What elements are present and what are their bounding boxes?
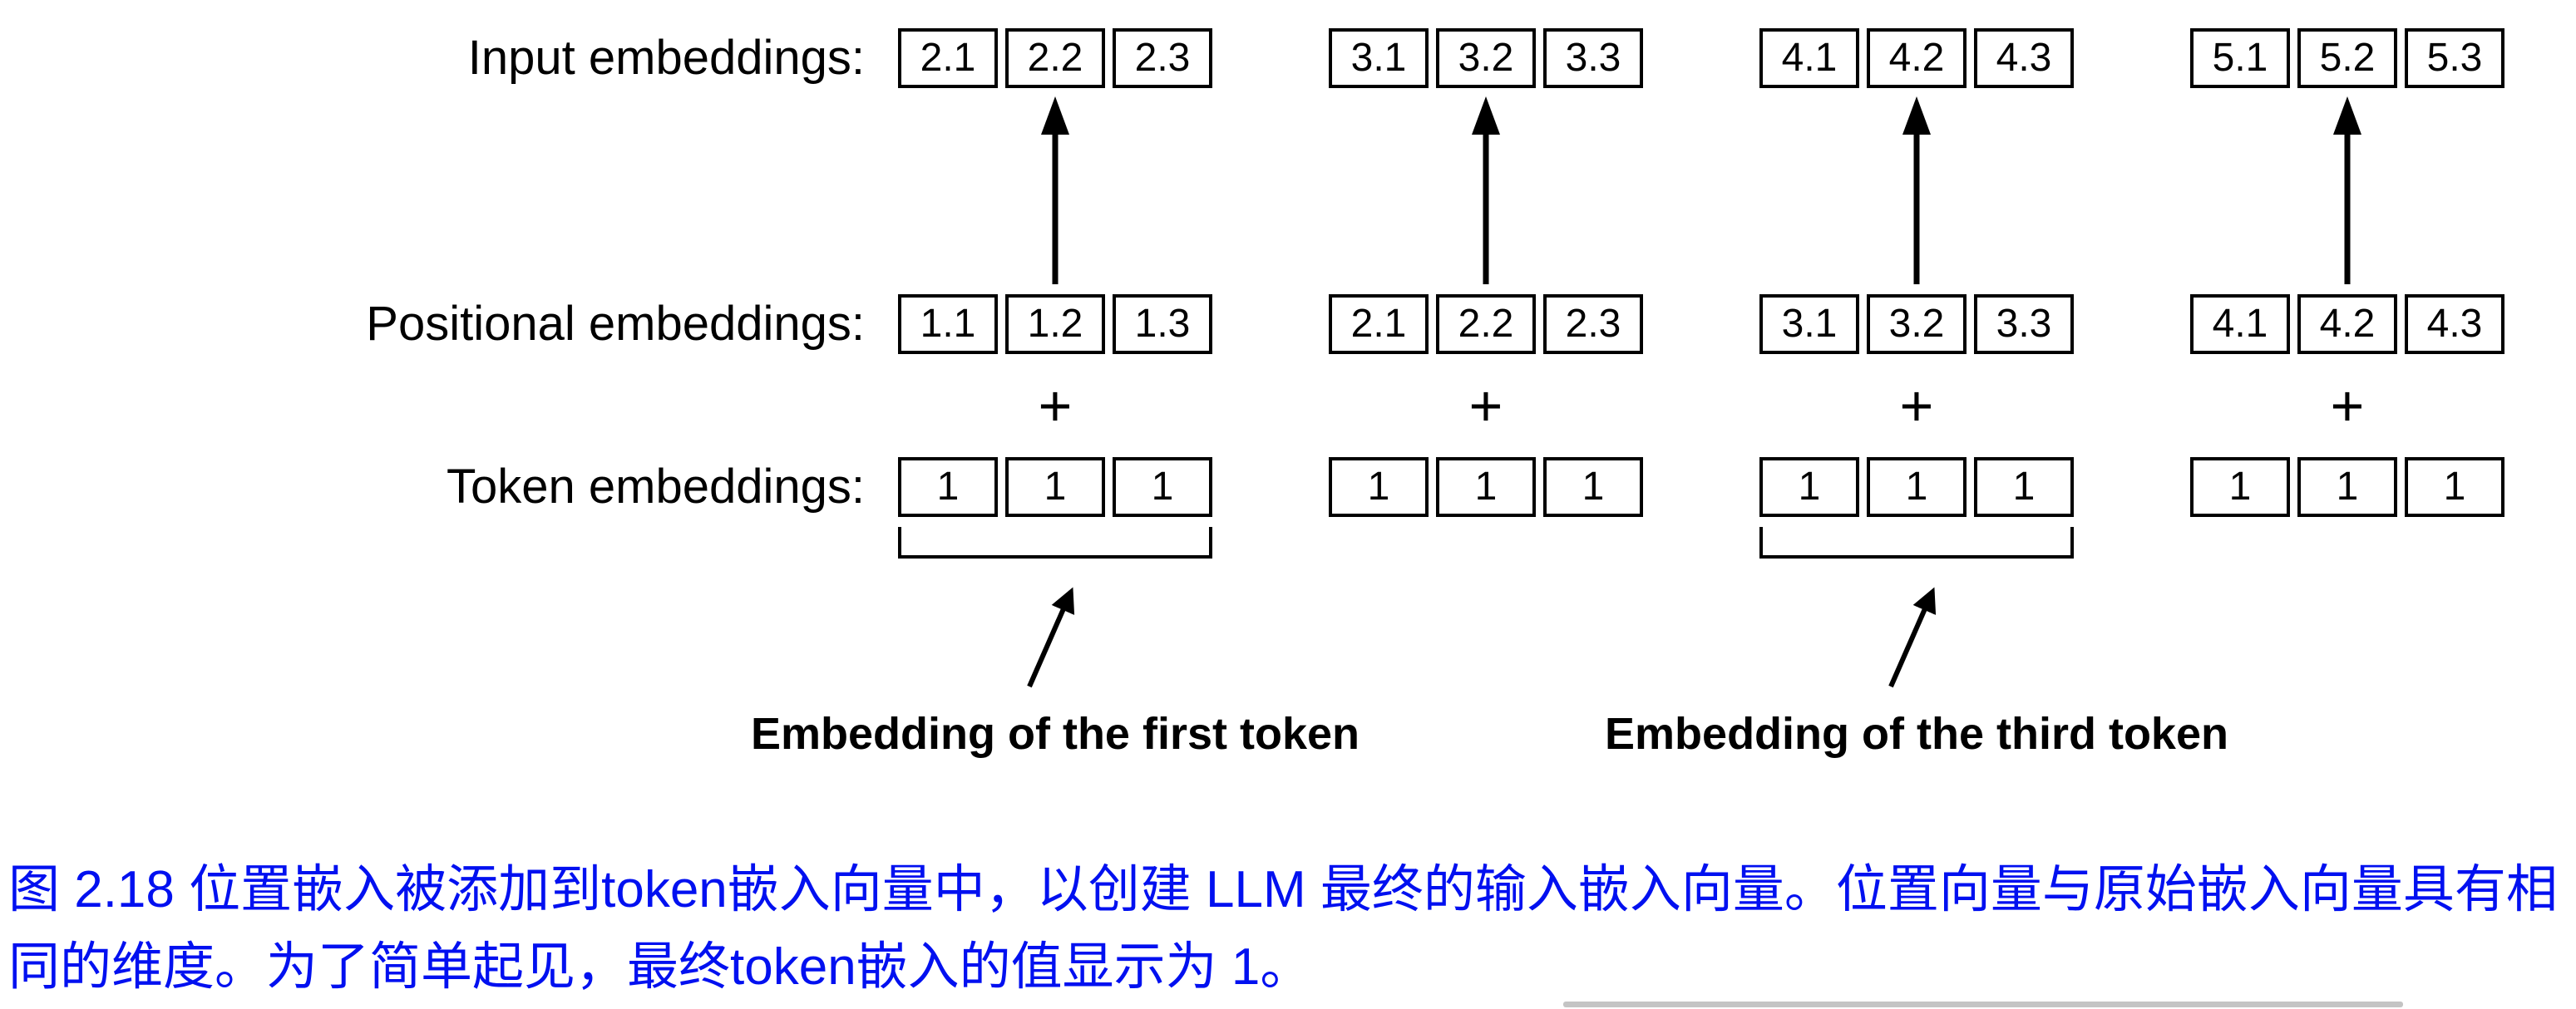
input-vector-group-3: 4.1 4.2 4.3 xyxy=(1759,28,2074,88)
value-box: 2.1 xyxy=(1329,294,1429,354)
token-vector-group-4: 1 1 1 xyxy=(2190,457,2504,517)
underbrace-bracket xyxy=(898,527,1212,559)
value-box: 1 xyxy=(1543,457,1643,517)
value-box: 5.2 xyxy=(2297,28,2397,88)
annotation-label-first: Embedding of the first token xyxy=(751,709,1360,759)
positional-vector-group-1: 1.1 1.2 1.3 xyxy=(898,294,1212,354)
input-embeddings-groups: 2.1 2.2 2.3 3.1 3.2 3.3 4.1 4.2 4.3 5.1 … xyxy=(898,28,2504,88)
plus-operator: + xyxy=(1038,373,1073,438)
plus-operator: + xyxy=(2330,373,2365,438)
arrow-cell-1 xyxy=(898,96,1212,286)
token-embeddings-row: Token embeddings: 1 1 1 1 1 1 1 1 1 1 1 … xyxy=(0,452,2576,522)
up-arrow-icon xyxy=(1902,96,1931,284)
token-vector-group-1: 1 1 1 xyxy=(898,457,1212,517)
input-embeddings-row: Input embeddings: 2.1 2.2 2.3 3.1 3.2 3.… xyxy=(0,23,2576,93)
annotation-third-token: Embedding of the third token xyxy=(1605,568,2228,760)
bracket-cell-3 xyxy=(1759,522,2074,559)
cropped-content-line xyxy=(1563,1002,2403,1007)
plus-cell-2: + xyxy=(1329,377,1643,435)
value-box: 1 xyxy=(1974,457,2074,517)
value-box: 4.1 xyxy=(2190,294,2290,354)
annotation-spacer-4 xyxy=(2190,568,2504,760)
pointer-arrow-icon xyxy=(1027,587,1075,688)
value-box: 2.2 xyxy=(1436,294,1536,354)
token-vector-group-2: 1 1 1 xyxy=(1329,457,1643,517)
value-box: 1 xyxy=(1759,457,1859,517)
value-box: 5.3 xyxy=(2405,28,2504,88)
annotations-row: Embedding of the first token Embedding o… xyxy=(0,568,2576,761)
up-arrow-icon xyxy=(2333,96,2361,284)
positional-vector-group-4: 4.1 4.2 4.3 xyxy=(2190,294,2504,354)
value-box: 2.2 xyxy=(1005,28,1105,88)
value-box: 2.1 xyxy=(898,28,998,88)
value-box: 1 xyxy=(1113,457,1212,517)
bracket-cell-2 xyxy=(1329,522,1643,559)
value-box: 2.3 xyxy=(1113,28,1212,88)
positional-vector-group-2: 2.1 2.2 2.3 xyxy=(1329,294,1643,354)
value-box: 3.1 xyxy=(1759,294,1859,354)
value-box: 1 xyxy=(898,457,998,517)
value-box: 1 xyxy=(1005,457,1105,517)
plus-cell-4: + xyxy=(2190,377,2504,435)
input-vector-group-4: 5.1 5.2 5.3 xyxy=(2190,28,2504,88)
value-box: 1.3 xyxy=(1113,294,1212,354)
plus-operator: + xyxy=(1899,373,1934,438)
value-box: 1 xyxy=(1867,457,1967,517)
bracket-cell-4 xyxy=(2190,522,2504,559)
plus-operator: + xyxy=(1468,373,1503,438)
pointer-arrow-icon xyxy=(1888,587,1937,688)
value-box: 3.3 xyxy=(1974,294,2074,354)
positional-vector-group-3: 3.1 3.2 3.3 xyxy=(1759,294,2074,354)
value-box: 4.2 xyxy=(2297,294,2397,354)
input-vector-group-1: 2.1 2.2 2.3 xyxy=(898,28,1212,88)
value-box: 1 xyxy=(1436,457,1536,517)
value-box: 1 xyxy=(2190,457,2290,517)
value-box: 4.3 xyxy=(1974,28,2074,88)
sum-arrows-row xyxy=(0,93,2576,289)
brackets-row xyxy=(0,522,2576,568)
token-embeddings-groups: 1 1 1 1 1 1 1 1 1 1 1 1 xyxy=(898,457,2504,517)
arrow-cell-2 xyxy=(1329,96,1643,286)
positional-embeddings-label: Positional embeddings: xyxy=(366,297,865,351)
plus-cell-3: + xyxy=(1759,377,2074,435)
underbrace-bracket xyxy=(1759,527,2074,559)
annotation-spacer-2 xyxy=(1329,568,1643,760)
up-arrow-icon xyxy=(1472,96,1500,284)
value-box: 3.2 xyxy=(1867,294,1967,354)
annotation-first-token: Embedding of the first token xyxy=(751,568,1360,760)
figure-caption: 图 2.18 位置嵌入被添加到token嵌入向量中，以创建 LLM 最终的输入嵌… xyxy=(8,861,2558,996)
value-box: 1.2 xyxy=(1005,294,1105,354)
arrow-cell-4 xyxy=(2190,96,2504,286)
up-arrow-icon xyxy=(1041,96,1069,284)
value-box: 3.3 xyxy=(1543,28,1643,88)
value-box: 1 xyxy=(2297,457,2397,517)
value-box: 4.2 xyxy=(1867,28,1967,88)
positional-embeddings-groups: 1.1 1.2 1.3 2.1 2.2 2.3 3.1 3.2 3.3 4.1 … xyxy=(898,294,2504,354)
plus-cell-1: + xyxy=(898,377,1212,435)
input-vector-group-2: 3.1 3.2 3.3 xyxy=(1329,28,1643,88)
value-box: 2.3 xyxy=(1543,294,1643,354)
value-box: 5.1 xyxy=(2190,28,2290,88)
figure-diagram: Input embeddings: 2.1 2.2 2.3 3.1 3.2 3.… xyxy=(0,23,2576,761)
value-box: 1 xyxy=(2405,457,2504,517)
input-embeddings-label: Input embeddings: xyxy=(467,31,865,85)
annotation-label-third: Embedding of the third token xyxy=(1605,709,2228,759)
bracket-cell-1 xyxy=(898,522,1212,559)
plus-operators-row: + + + + xyxy=(0,359,2576,452)
value-box: 4.1 xyxy=(1759,28,1859,88)
value-box: 3.2 xyxy=(1436,28,1536,88)
value-box: 1.1 xyxy=(898,294,998,354)
value-box: 1 xyxy=(1329,457,1429,517)
token-embeddings-label: Token embeddings: xyxy=(447,460,865,514)
positional-embeddings-row: Positional embeddings: 1.1 1.2 1.3 2.1 2… xyxy=(0,289,2576,359)
arrow-cell-3 xyxy=(1759,96,2074,286)
value-box: 4.3 xyxy=(2405,294,2504,354)
value-box: 3.1 xyxy=(1329,28,1429,88)
token-vector-group-3: 1 1 1 xyxy=(1759,457,2074,517)
